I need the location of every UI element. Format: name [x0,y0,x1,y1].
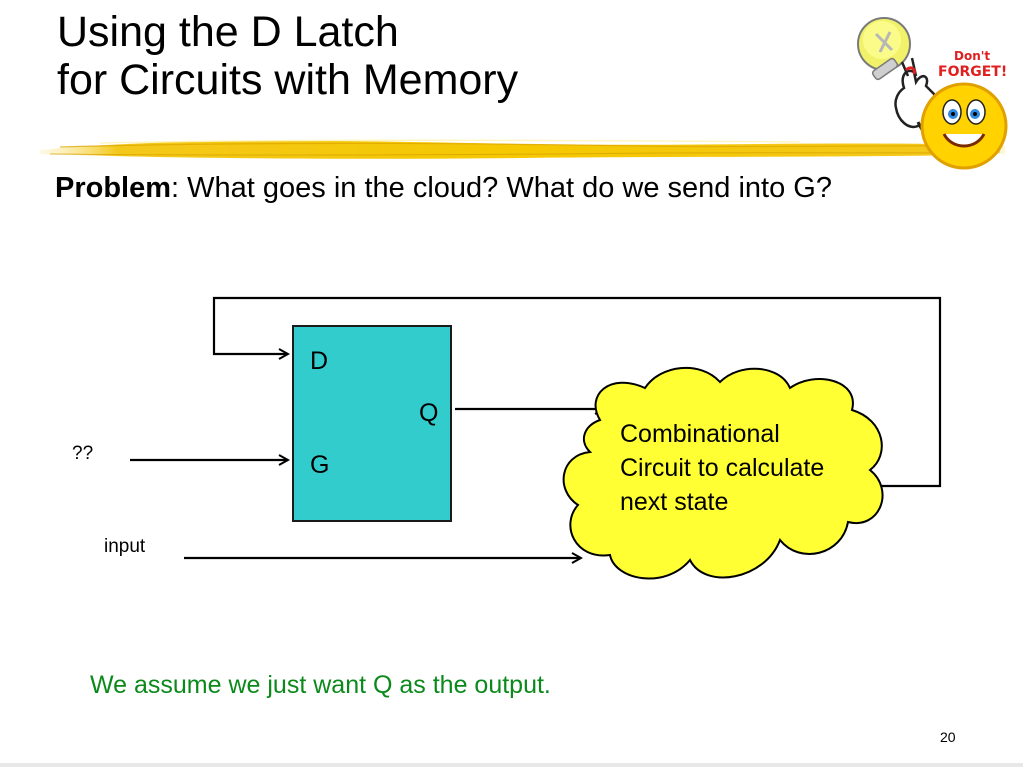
clipart-text-line-2: FORGET! [938,64,1007,80]
cloud-label-line-2: Circuit to calculate [620,454,825,482]
combinational-cloud [562,366,884,580]
footer-rule [0,763,1023,767]
page-number: 20 [940,729,956,745]
g-input-label: ?? [72,443,94,464]
problem-text: : What goes in the cloud? What do we sen… [171,172,832,204]
latch-pin-g: G [310,451,330,479]
input-label: input [104,536,146,557]
slide-title-line-1: Using the D Latch [57,8,399,56]
title-underline [40,139,1005,159]
problem-statement: Problem: What goes in the cloud? What do… [55,170,971,207]
slide-title: Using the D Latch for Circuits with Memo… [57,8,518,104]
cloud-label-line-1: Combinational [620,420,780,448]
latch-pin-q: Q [419,399,439,427]
cloud-label: Combinational Circuit to calculate next … [620,417,880,519]
cloud-label-line-3: next state [620,488,729,516]
feedback-wire [212,296,942,488]
d-latch [292,325,452,522]
problem-label: Problem [55,172,172,204]
slide-title-line-2: for Circuits with Memory [57,56,519,104]
output-note: We assume we just want Q as the output. [90,671,551,699]
clipart-text-line-1: Don't [954,49,990,63]
latch-pin-d: D [310,347,329,375]
dont-forget-smiley-icon: Don't FORGET! [857,17,1008,170]
